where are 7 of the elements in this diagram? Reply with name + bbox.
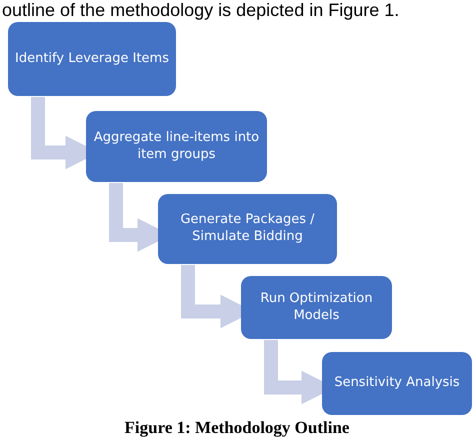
- figure-caption: Figure 1: Methodology Outline: [124, 418, 350, 438]
- process-box: Generate Packages / Simulate Bidding: [158, 194, 337, 264]
- body-text: outline of the methodology is depicted in Figure 1.: [2, 0, 400, 20]
- process-box: Aggregate line-items into item groups: [86, 111, 267, 182]
- process-box: Sensitivity Analysis: [322, 352, 472, 415]
- process-box: Identify Leverage Items: [8, 22, 176, 96]
- process-box: Run Optimization Models: [241, 276, 392, 339]
